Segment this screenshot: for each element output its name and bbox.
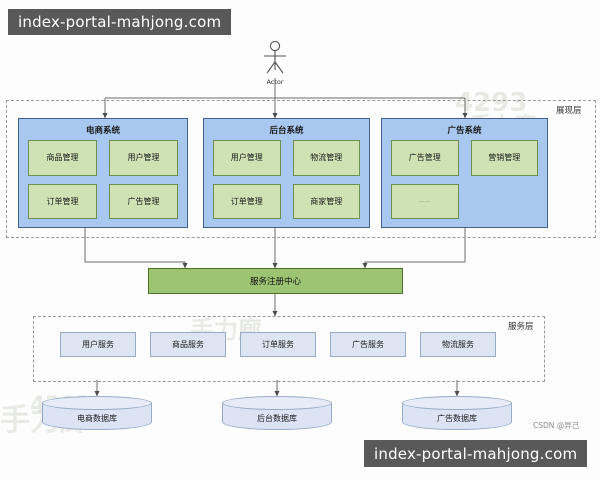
actor-figure: Actor — [255, 40, 295, 88]
module-box[interactable]: 订单管理 — [28, 183, 97, 219]
module-box[interactable]: 用户管理 — [109, 140, 178, 176]
module-box[interactable]: 广告管理 — [391, 140, 459, 176]
module-box[interactable]: 商家管理 — [292, 183, 360, 219]
service-box-logistics-service[interactable]: 物流服务 — [420, 332, 496, 357]
service-box-product-service[interactable]: 商品服务 — [150, 332, 226, 357]
system-box-backend[interactable]: 后台系统 用户管理 物流管理 订单管理 商家管理 — [203, 118, 370, 228]
module-grid-advertising: 广告管理 营销管理 …… — [391, 140, 538, 219]
module-box[interactable]: 订单管理 — [213, 183, 281, 219]
service-box-order-service[interactable]: 订单服务 — [240, 332, 316, 357]
module-box-more[interactable]: …… — [391, 183, 459, 219]
database-ad-db[interactable]: 广告数据库 — [402, 396, 512, 438]
module-box[interactable]: 用户管理 — [213, 140, 281, 176]
module-grid-ecommerce: 商品管理 用户管理 订单管理 广告管理 — [28, 140, 178, 219]
service-layer-label: 服务层 — [508, 322, 534, 332]
actor-label: Actor — [266, 78, 284, 86]
system-title-ecommerce: 电商系统 — [85, 126, 120, 136]
watermark-bar-bottom: index-portal-mahjong.com — [364, 440, 588, 467]
system-box-advertising[interactable]: 广告系统 广告管理 营销管理 …… — [381, 118, 548, 228]
presentation-layer-frame — [6, 100, 596, 238]
presentation-layer-label: 展现层 — [556, 106, 582, 116]
db-label: 后台数据库 — [257, 414, 297, 423]
service-box-user-service[interactable]: 用户服务 — [60, 332, 136, 357]
db-label: 电商数据库 — [77, 414, 117, 423]
watermark-bar-top: index-portal-mahjong.com — [8, 9, 232, 35]
db-cylinder-top — [402, 396, 512, 410]
module-box[interactable]: 商品管理 — [28, 140, 97, 176]
db-label: 广告数据库 — [437, 414, 477, 423]
stick-figure-actor-icon — [264, 40, 286, 74]
module-grid-backend: 用户管理 物流管理 订单管理 商家管理 — [213, 140, 360, 219]
service-registry-center[interactable]: 服务注册中心 — [148, 268, 403, 294]
system-box-ecommerce[interactable]: 电商系统 商品管理 用户管理 订单管理 广告管理 — [18, 118, 188, 228]
system-title-backend: 后台系统 — [269, 126, 304, 136]
db-cylinder-top — [222, 396, 332, 410]
module-box[interactable]: 物流管理 — [292, 140, 360, 176]
module-box[interactable]: 广告管理 — [109, 183, 178, 219]
database-ecommerce-db[interactable]: 电商数据库 — [42, 396, 152, 438]
db-cylinder-top — [42, 396, 152, 410]
service-box-ad-service[interactable]: 广告服务 — [330, 332, 406, 357]
service-layer-frame — [33, 316, 545, 382]
author-credit: CSDN @异己 — [533, 421, 580, 430]
database-backend-db[interactable]: 后台数据库 — [222, 396, 332, 438]
system-title-advertising: 广告系统 — [447, 126, 482, 136]
module-box[interactable]: 营销管理 — [470, 140, 538, 176]
